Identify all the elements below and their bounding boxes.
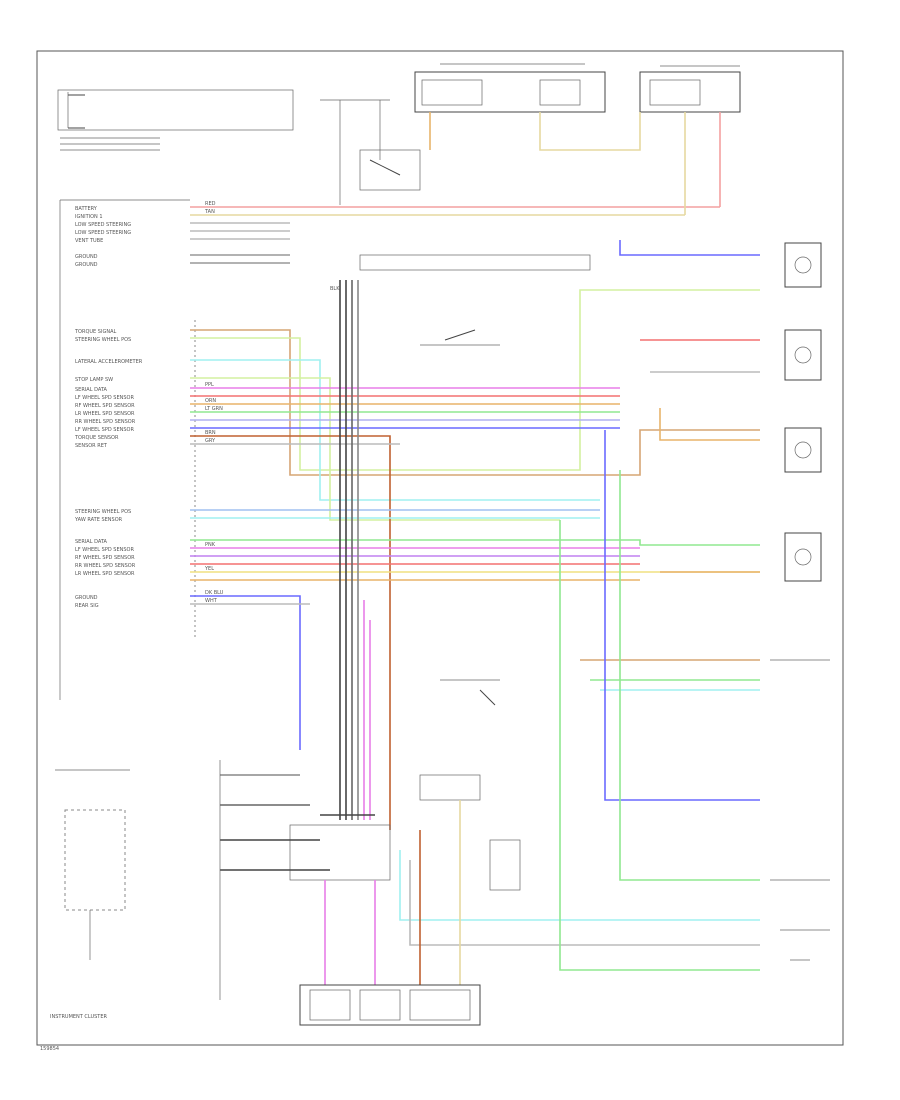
label-mid-11: SENSOR RET xyxy=(75,443,108,449)
label-low-2: SERIAL DATA xyxy=(75,539,108,545)
left-label-column-low: STEERING WHEEL POS YAW RATE SENSOR SERIA… xyxy=(74,509,136,609)
label-top-5: GROUND xyxy=(75,254,98,260)
label-low-3: LF WHEEL SPD SENSOR xyxy=(75,547,134,553)
label-low-8: REAR SIG xyxy=(75,603,99,609)
label-mid-5: LF WHEEL SPD SENSOR xyxy=(75,395,134,401)
low-left-wires xyxy=(190,509,760,750)
left-label-column-mid: TORQUE SIGNAL STEERING WHEEL POS LATERAL… xyxy=(74,329,143,449)
label-top-0: BATTERY xyxy=(75,206,98,212)
label-top-2: LOW SPEED STEERING xyxy=(75,222,131,228)
label-mid-8: RR WHEEL SPD SENSOR xyxy=(75,419,136,425)
wire-code-6: BRN xyxy=(205,430,216,436)
label-mid-3: STOP LAMP SW xyxy=(75,377,113,383)
label-mid-7: LR WHEEL SPD SENSOR xyxy=(75,411,135,417)
right-lower-connectors xyxy=(770,659,830,961)
wire-code-5: BLK xyxy=(330,286,340,292)
label-top-4: VENT TUBE xyxy=(75,238,103,244)
corner-id: 159854 xyxy=(40,1046,59,1052)
vertical-trunk xyxy=(339,280,371,820)
top-center-module xyxy=(414,63,606,113)
center-switch-area xyxy=(359,254,591,891)
left-label-column-top: BATTERY IGNITION 1 LOW SPEED STEERING LO… xyxy=(75,206,131,268)
label-top-1: IGNITION 1 xyxy=(75,214,103,220)
label-low-7: GROUND xyxy=(75,595,98,601)
label-low-0: STEERING WHEEL POS xyxy=(75,509,131,515)
wire-code-2: LT GRN xyxy=(205,406,223,412)
label-mid-1: STEERING WHEEL POS xyxy=(75,337,131,343)
bottom-module xyxy=(299,984,481,1026)
label-top-3: LOW SPEED STEERING xyxy=(75,230,131,236)
wire-code-3: YEL xyxy=(204,566,214,572)
bottom-note: INSTRUMENT CLUSTER xyxy=(50,1014,108,1020)
wheel-speed-sensors xyxy=(784,242,822,582)
top-left-wires xyxy=(190,206,720,264)
wire-code-0: RED xyxy=(205,201,216,207)
wire-code-4: TAN xyxy=(204,209,215,215)
label-mid-6: RF WHEEL SPD SENSOR xyxy=(75,403,135,409)
left-connector xyxy=(59,199,196,700)
wire-code-7: GRY xyxy=(205,438,216,444)
label-top-6: GROUND xyxy=(75,262,98,268)
label-low-6: LR WHEEL SPD SENSOR xyxy=(75,571,135,577)
wire-code-9: DK BLU xyxy=(205,590,224,596)
top-module-wires xyxy=(429,112,721,215)
label-mid-2: LATERAL ACCELEROMETER xyxy=(75,359,143,365)
top-left-switch xyxy=(57,89,294,151)
mid-left-wires xyxy=(190,289,760,830)
instrument-cluster xyxy=(55,769,130,960)
label-low-4: RF WHEEL SPD SENSOR xyxy=(75,555,135,561)
wire-code-10: PNK xyxy=(205,542,216,548)
right-side-wires xyxy=(399,240,760,971)
relay-switch xyxy=(320,99,421,205)
lower-center-module xyxy=(289,800,461,985)
top-right-module xyxy=(639,65,741,113)
wire-code-1: PPL xyxy=(205,382,214,388)
label-mid-4: SERIAL DATA xyxy=(75,387,108,393)
label-low-1: YAW RATE SENSOR xyxy=(74,517,123,523)
wire-code-labels: RED PPL LT GRN YEL TAN BLK BRN GRY ORN D… xyxy=(204,201,340,604)
label-mid-9: LF WHEEL SPD SENSOR xyxy=(75,427,134,433)
label-low-5: RR WHEEL SPD SENSOR xyxy=(75,563,136,569)
diagram-frame xyxy=(36,50,844,1046)
wire-code-11: WHT xyxy=(205,598,218,604)
wire-code-8: ORN xyxy=(205,398,216,404)
left-lower-wires xyxy=(219,760,330,1000)
label-mid-10: TORQUE SENSOR xyxy=(74,435,119,441)
label-mid-0: TORQUE SIGNAL xyxy=(74,329,116,335)
